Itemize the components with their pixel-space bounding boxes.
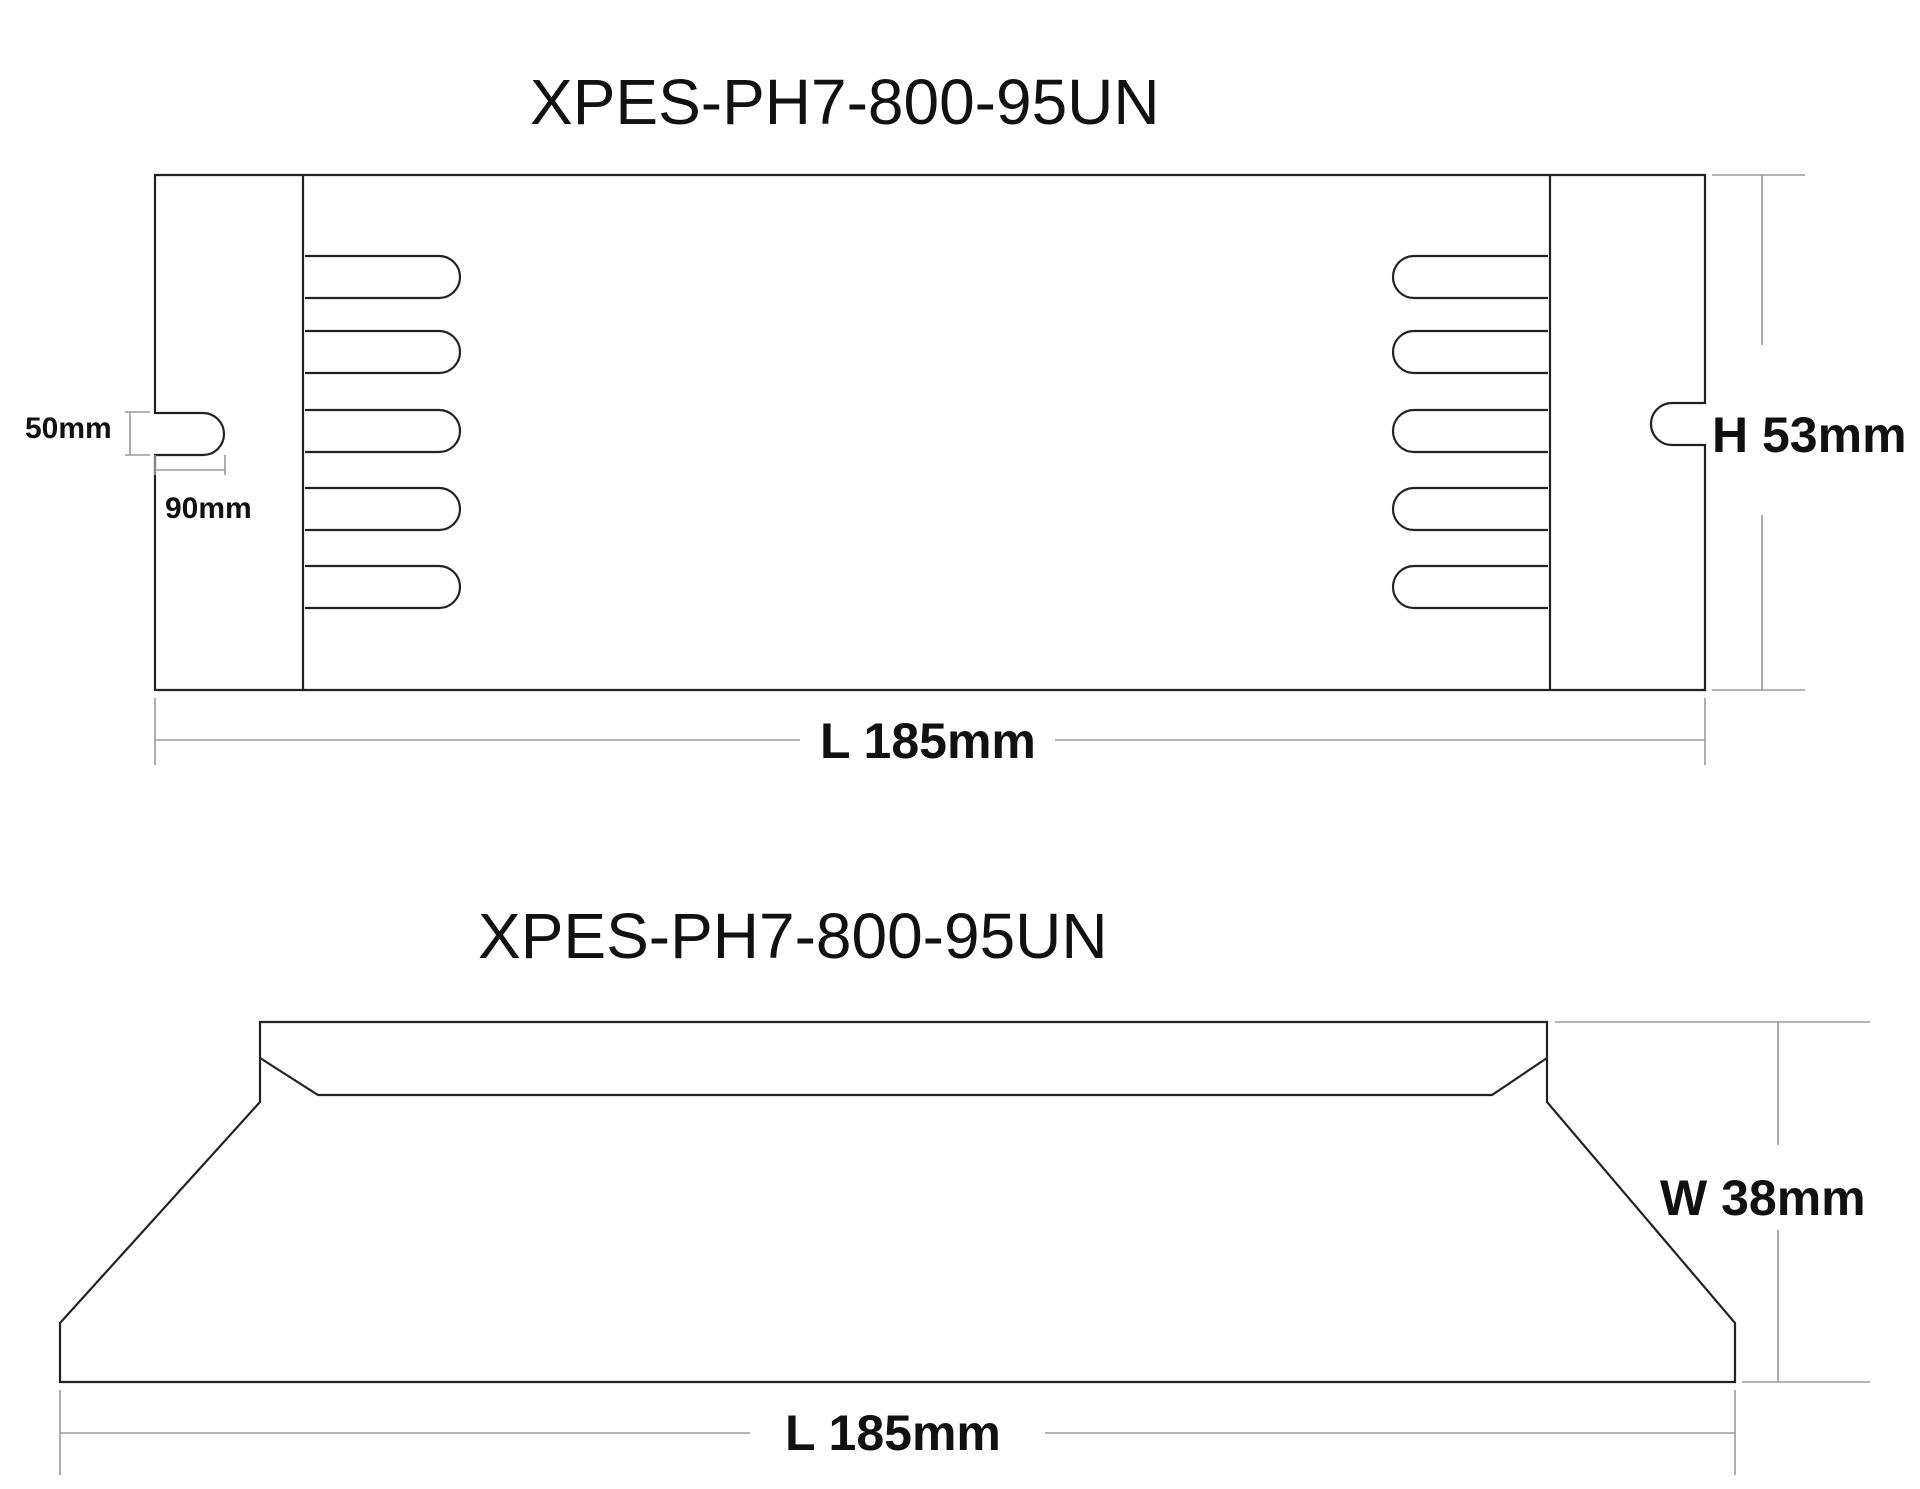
left-vent-slots bbox=[305, 254, 462, 610]
height-label: H 53mm bbox=[1712, 407, 1907, 463]
top-length-label: L 185mm bbox=[820, 713, 1036, 769]
side-length-dimension bbox=[59, 1390, 1736, 1475]
side-view-body-outline bbox=[58, 1020, 1737, 1384]
top-view-body-outline bbox=[153, 173, 1707, 692]
vent-slot bbox=[305, 408, 462, 454]
slot-offset-label: 90mm bbox=[165, 492, 252, 525]
top-view: XPES-PH7-800-95UN bbox=[25, 66, 1907, 769]
vent-slot bbox=[1391, 564, 1548, 610]
slot-width-label: 50mm bbox=[25, 412, 112, 445]
vent-slot bbox=[1391, 329, 1548, 375]
vent-slot bbox=[1391, 254, 1548, 300]
vent-slot bbox=[305, 486, 462, 532]
top-length-dimension bbox=[154, 698, 1706, 765]
vent-slot bbox=[305, 254, 462, 300]
vent-slot bbox=[1391, 486, 1548, 532]
side-view-inner-bevel bbox=[259, 1057, 1548, 1097]
side-length-label: L 185mm bbox=[785, 1405, 1001, 1461]
vent-slot bbox=[305, 329, 462, 375]
slot-dimension bbox=[125, 411, 226, 475]
vent-slot bbox=[1391, 408, 1548, 454]
side-view: XPES-PH7-800-95UN W 38mm L 185mm bbox=[58, 900, 1870, 1475]
vent-slot bbox=[305, 564, 462, 610]
width-label: W 38mm bbox=[1660, 1170, 1866, 1226]
side-view-title: XPES-PH7-800-95UN bbox=[478, 900, 1108, 972]
right-vent-slots bbox=[1391, 254, 1548, 610]
width-dimension bbox=[1555, 1021, 1870, 1383]
height-dimension bbox=[1712, 174, 1805, 691]
top-view-title: XPES-PH7-800-95UN bbox=[530, 66, 1160, 138]
